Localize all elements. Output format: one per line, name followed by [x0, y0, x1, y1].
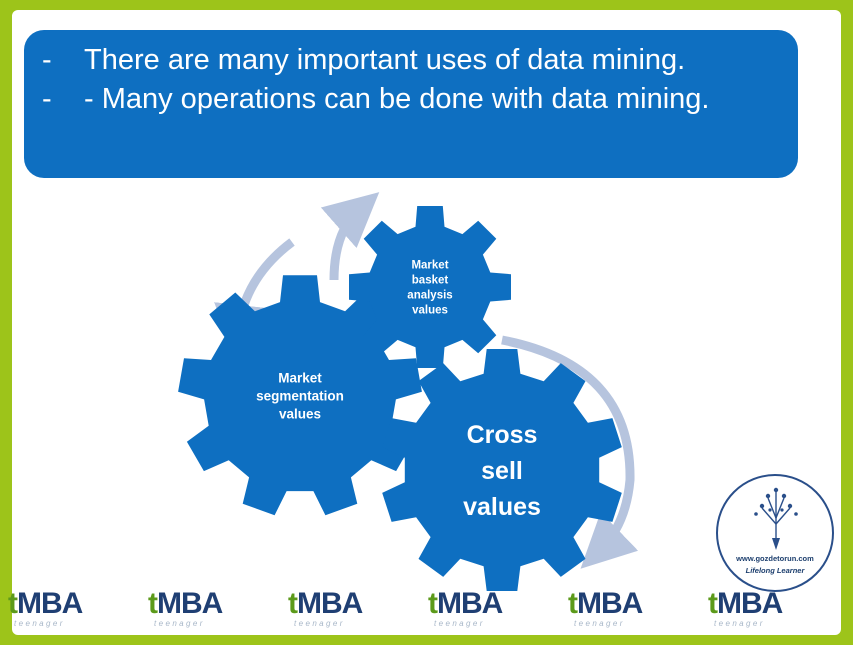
gear-label-basket: Market [411, 260, 448, 272]
tree-pencil-icon [754, 487, 798, 550]
gear-label-basket: analysis [407, 290, 452, 302]
gear-label-cross: sell [481, 457, 523, 485]
logo-brand: t [8, 587, 18, 620]
logo-subtitle: teenager [14, 619, 65, 628]
logo-subtitle: teenager [574, 619, 625, 628]
gear-cross [382, 349, 622, 591]
bullet-marker: - [42, 44, 52, 76]
cycle-arrow-right [501, 335, 639, 569]
gear-label-cross: Cross [467, 421, 538, 449]
tmba-logo: tMBA teenager [148, 587, 223, 628]
seal-url: www.gozdetorun.com [736, 554, 814, 563]
gear-label-segmentation: values [279, 407, 321, 422]
bullet-marker: - [42, 83, 52, 115]
tmba-logo: tMBA teenager [568, 587, 643, 628]
gear-label-segmentation: segmentation [256, 389, 344, 404]
gear-label-cross: values [463, 493, 541, 521]
logo-subtitle: teenager [154, 619, 205, 628]
bullet-text: - Many operations can be done with data … [84, 83, 710, 115]
tmba-logo: tMBA teenager [708, 587, 783, 628]
bullet-item-2: - - Many operations can be done with dat… [42, 81, 778, 117]
tmba-logo: tMBA teenager [288, 587, 363, 628]
lifelong-learner-seal: www.gozdetorun.com Lifelong Learner [716, 474, 834, 592]
gear-basket [349, 206, 511, 368]
bullet-box: - There are many important uses of data … [24, 30, 798, 178]
logo-subtitle: teenager [434, 619, 485, 628]
cycle-arrow-top [320, 192, 380, 281]
logo-subtitle: teenager [714, 619, 765, 628]
bullet-item-1: - There are many important uses of data … [42, 42, 778, 78]
gear-label-basket: values [412, 305, 448, 317]
gear-label-basket: basket [412, 275, 449, 287]
tmba-logo: tMBA teenager [8, 587, 83, 628]
bullet-text: There are many important uses of data mi… [84, 44, 686, 76]
logo-brand: t [428, 587, 438, 620]
slide: - There are many important uses of data … [12, 10, 841, 635]
logo-brand: t [148, 587, 158, 620]
gear-label-segmentation: Market [278, 371, 322, 386]
tmba-logo: tMBA teenager [428, 587, 503, 628]
logo-subtitle: teenager [294, 619, 345, 628]
gear-segmentation [178, 275, 422, 516]
seal-tagline: Lifelong Learner [745, 566, 805, 575]
logo-brand: t [708, 587, 718, 620]
gear-diagram: MarketsegmentationvaluesMarketbasketanal… [178, 192, 639, 591]
footer-logo-row: tMBA teenager tMBA teenager tMBA teenage… [0, 585, 853, 635]
logo-brand: t [568, 587, 578, 620]
logo-brand: t [288, 587, 298, 620]
